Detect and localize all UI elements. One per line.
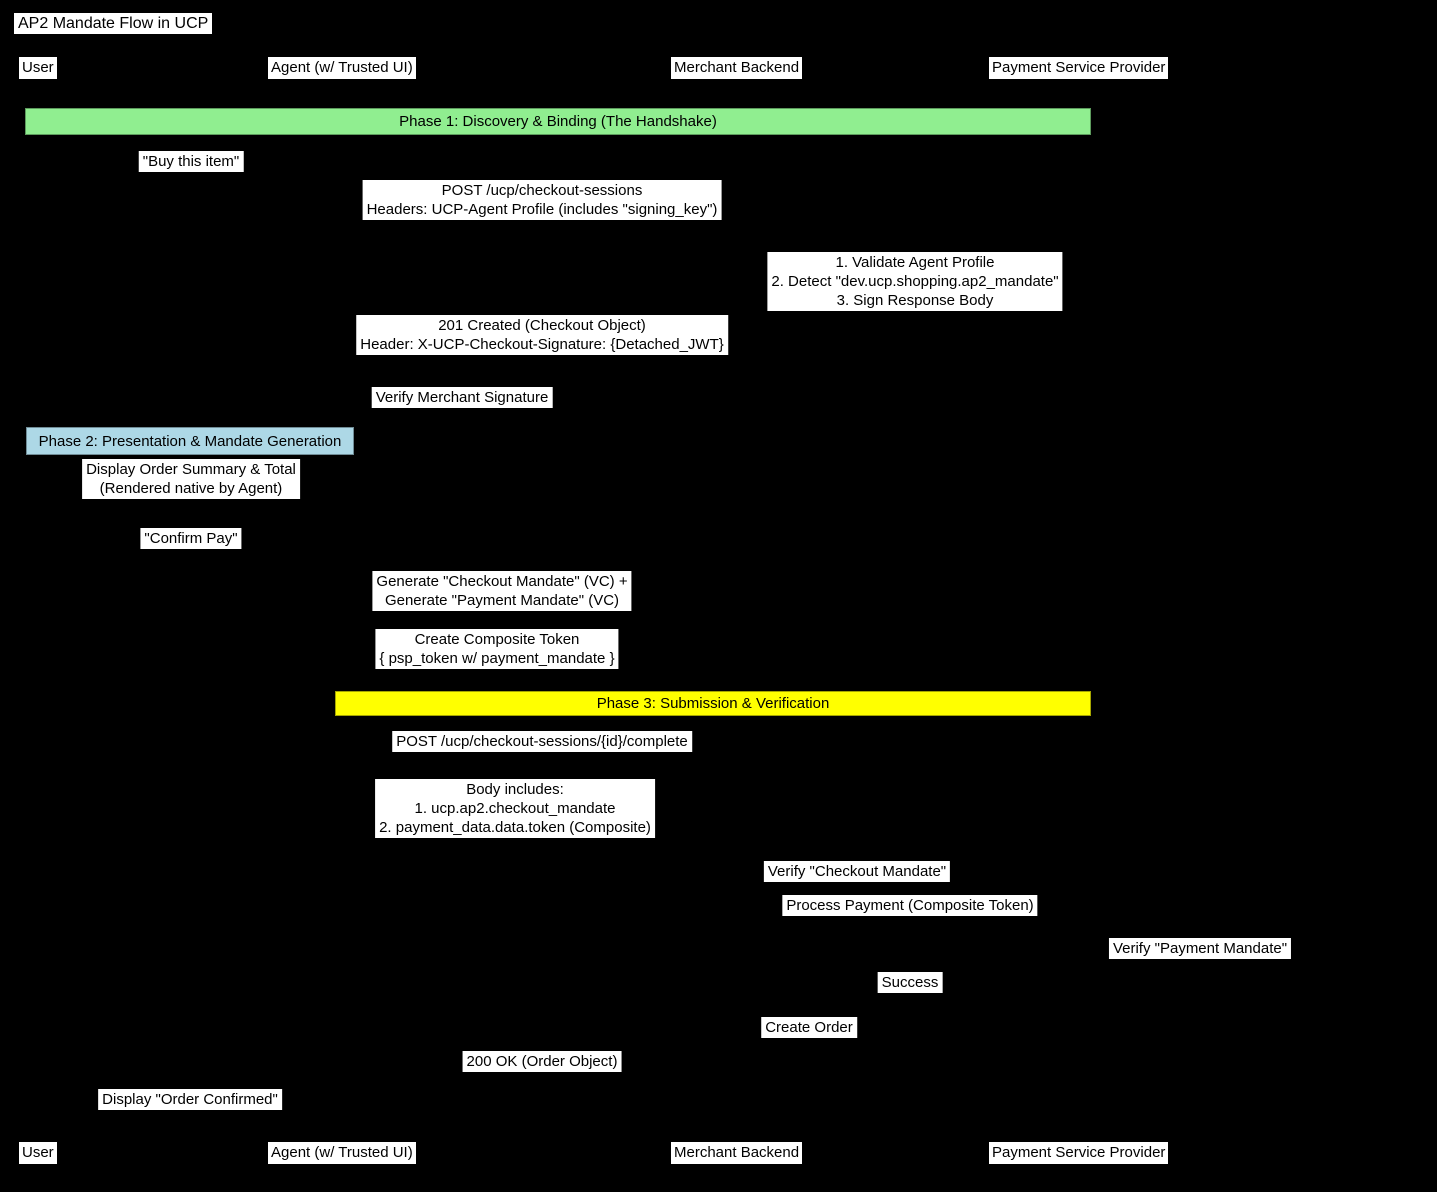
message-201-created: 201 Created (Checkout Object) Header: X-… — [356, 315, 728, 355]
phase3-label: Phase 3: Submission & Verification — [596, 695, 830, 712]
message-display-order-summary: Display Order Summary & Total (Rendered … — [82, 459, 300, 499]
message-verify-merchant-signature: Verify Merchant Signature — [371, 387, 553, 408]
message-buy-item: "Buy this item" — [138, 151, 244, 172]
message-display-order-confirmed: Display "Order Confirmed" — [98, 1089, 282, 1110]
phase2-label: Phase 2: Presentation & Mandate Generati… — [38, 432, 342, 450]
message-create-composite-token: Create Composite Token { psp_token w/ pa… — [375, 629, 619, 669]
phase2-banner: Phase 2: Presentation & Mandate Generati… — [26, 427, 354, 455]
participant-user-bottom: User — [19, 1142, 57, 1164]
participant-agent-bottom: Agent (w/ Trusted UI) — [268, 1142, 416, 1164]
participant-merchant-top: Merchant Backend — [671, 57, 803, 79]
diagram-title: AP2 Mandate Flow in UCP — [14, 13, 213, 34]
phase1-banner: Phase 1: Discovery & Binding (The Handsh… — [25, 108, 1091, 135]
participant-psp-top: Payment Service Provider — [989, 57, 1169, 79]
message-create-order: Create Order — [761, 1017, 857, 1038]
note-body-includes: Body includes: 1. ucp.ap2.checkout_manda… — [375, 779, 655, 838]
participant-agent-top: Agent (w/ Trusted UI) — [268, 57, 416, 79]
phase1-label: Phase 1: Discovery & Binding (The Handsh… — [399, 113, 717, 130]
message-process-payment: Process Payment (Composite Token) — [782, 895, 1038, 916]
message-verify-checkout-mandate: Verify "Checkout Mandate" — [763, 861, 951, 882]
phase3-banner: Phase 3: Submission & Verification — [335, 691, 1091, 716]
message-success: Success — [877, 972, 943, 993]
participant-merchant-bottom: Merchant Backend — [671, 1142, 803, 1164]
participant-psp-bottom: Payment Service Provider — [989, 1142, 1169, 1164]
message-generate-mandates: Generate "Checkout Mandate" (VC) + Gener… — [372, 571, 632, 611]
message-post-checkout-sessions: POST /ucp/checkout-sessions Headers: UCP… — [362, 180, 722, 220]
message-verify-payment-mandate: Verify "Payment Mandate" — [1108, 938, 1292, 959]
message-post-complete: POST /ucp/checkout-sessions/{id}/complet… — [392, 731, 692, 752]
message-200-ok: 200 OK (Order Object) — [462, 1051, 622, 1072]
message-confirm-pay: "Confirm Pay" — [140, 528, 242, 549]
participant-user-top: User — [19, 57, 57, 79]
note-merchant-validation: 1. Validate Agent Profile 2. Detect "dev… — [767, 252, 1063, 311]
